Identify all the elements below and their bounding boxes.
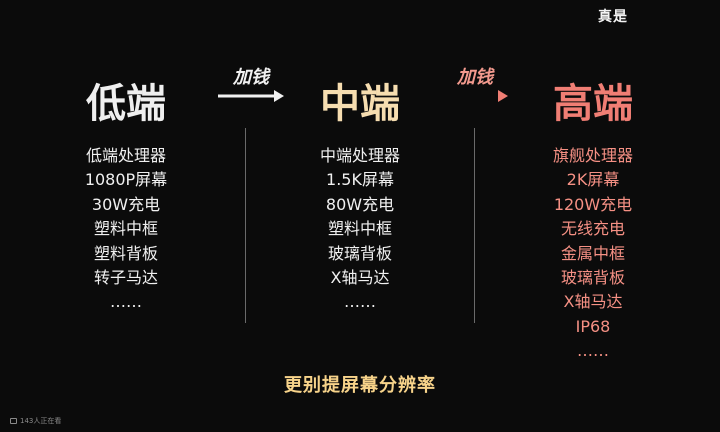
spec-item: 1.5K屏幕	[326, 170, 394, 190]
spec-item: 转子马达	[93, 268, 158, 288]
spec-item: IP68	[575, 316, 611, 336]
spec-item: 120W充电	[553, 194, 633, 214]
spec-item: 玻璃背板	[327, 243, 392, 263]
mid-range-column: 中端 中端处理器 1.5K屏幕 80W充电 塑料中框 玻璃背板 X轴马达 ……	[260, 82, 460, 315]
low-end-column: 低端 低端处理器 1080P屏幕 30W充电 塑料中框 塑料背板 转子马达 ……	[26, 82, 226, 315]
spec-item: 塑料中框	[93, 219, 158, 239]
arrow-label: 加钱	[233, 67, 269, 88]
spec-item: 无线充电	[560, 219, 625, 239]
spec-item: 金属中框	[560, 243, 625, 263]
mid-range-title: 中端	[320, 81, 400, 127]
column-divider	[474, 128, 475, 323]
spec-item: ……	[110, 292, 142, 312]
spec-item: 旗舰处理器	[552, 146, 633, 165]
spec-item: ……	[577, 341, 609, 361]
spec-item: 80W充电	[325, 194, 395, 214]
column-divider	[245, 128, 246, 323]
spec-item: 2K屏幕	[566, 170, 620, 190]
screen-icon	[10, 418, 17, 424]
spec-item: 1080P屏幕	[84, 170, 168, 190]
spec-item: 玻璃背板	[560, 268, 625, 288]
viewer-count: 143人正在看	[10, 416, 61, 426]
spec-item: X轴马达	[563, 292, 623, 312]
high-end-column: 高端 旗舰处理器 2K屏幕 120W充电 无线充电 金属中框 玻璃背板 X轴马达…	[493, 82, 693, 364]
arrow-label: 加钱	[457, 67, 493, 88]
spec-item: ……	[344, 292, 376, 312]
spec-item: 中端处理器	[319, 146, 400, 165]
add-money-arrow-mid-to-high: 加钱	[440, 68, 510, 103]
spec-item: X轴马达	[330, 268, 390, 288]
right-arrow-icon	[218, 90, 284, 102]
spec-item: 30W充电	[91, 194, 161, 214]
right-arrow-icon	[442, 90, 508, 102]
low-end-title: 低端	[86, 81, 166, 127]
spec-item: 塑料背板	[93, 243, 158, 263]
top-corner-text: 真是	[598, 9, 628, 25]
spec-item: 塑料中框	[327, 219, 392, 239]
viewer-count-text: 143人正在看	[20, 417, 62, 425]
add-money-arrow-low-to-mid: 加钱	[216, 68, 286, 103]
spec-item: 低端处理器	[85, 146, 166, 165]
video-subtitle: 更别提屏幕分辨率	[284, 375, 436, 396]
low-end-spec-list: 低端处理器 1080P屏幕 30W充电 塑料中框 塑料背板 转子马达 ……	[26, 144, 226, 315]
high-end-title: 高端	[553, 81, 633, 127]
high-end-spec-list: 旗舰处理器 2K屏幕 120W充电 无线充电 金属中框 玻璃背板 X轴马达 IP…	[493, 144, 693, 364]
mid-range-spec-list: 中端处理器 1.5K屏幕 80W充电 塑料中框 玻璃背板 X轴马达 ……	[260, 144, 460, 315]
